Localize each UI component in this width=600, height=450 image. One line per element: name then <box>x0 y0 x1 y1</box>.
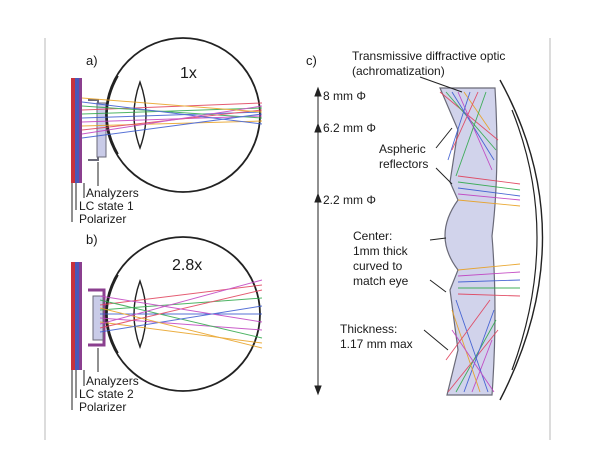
panel-a-rays <box>81 97 263 139</box>
panel-b-letter: b) <box>86 232 98 247</box>
panel-c-center-line4: match eye <box>353 274 409 288</box>
panel-a-magnification: 1x <box>180 65 197 82</box>
panel-c-title-line2: (achromatization) <box>352 64 445 78</box>
panel-c-dim-2mm: 2.2 mm Φ <box>323 193 376 207</box>
panel-c-title-line1: Transmissive diffractive optic <box>352 49 505 63</box>
panel-b-optic <box>88 288 106 347</box>
panel-c-eye-surface-inner <box>511 109 538 371</box>
panel-c-thickness-line2: 1.17 mm max <box>340 337 413 351</box>
panel-b-rays <box>99 279 263 349</box>
panel-a-label-polarizer: Polarizer <box>79 212 126 226</box>
panel-a-arrows <box>71 162 99 222</box>
panel-c-rays <box>439 91 521 393</box>
panel-a: a) 1x <box>71 37 263 226</box>
panel-c-aspheric-line2: reflectors <box>379 157 428 171</box>
panel-c-pointers <box>419 76 463 351</box>
panel-c-dim-6mm: 6.2 mm Φ <box>323 121 376 135</box>
panel-a-letter: a) <box>86 53 98 68</box>
panel-a-eye-lens <box>133 79 147 151</box>
panel-b-display <box>71 262 82 370</box>
panel-b-magnification: 2.8x <box>172 257 202 274</box>
panel-c-aspheric-line1: Aspheric <box>379 142 426 156</box>
panel-c-letter: c) <box>306 53 317 68</box>
panel-c-dim-8mm: 8 mm Φ <box>323 89 366 103</box>
panel-c-dimension-arrow <box>314 86 322 396</box>
panel-a-eyeball <box>105 37 261 193</box>
panel-a-label-lc-state: LC state 1 <box>79 199 134 213</box>
panel-c-thickness-line1: Thickness: <box>340 322 397 336</box>
panel-c-center-line2: 1mm thick <box>353 244 409 258</box>
panel-c-center-line3: curved to <box>353 259 403 273</box>
panel-a-label-analyzers: Analyzers <box>86 186 139 200</box>
panel-b: b) 2.8x <box>71 232 263 414</box>
panel-b-arrows <box>71 348 99 410</box>
panel-b-label-lc-state: LC state 2 <box>79 387 134 401</box>
panel-a-display <box>71 78 82 183</box>
panel-c-eye-surface-outer <box>499 79 544 401</box>
panel-b-label-analyzers: Analyzers <box>86 374 139 388</box>
panel-c-contact-lens <box>439 87 498 396</box>
panel-c-center-line1: Center: <box>353 229 392 243</box>
panel-b-label-polarizer: Polarizer <box>79 400 126 414</box>
panel-c: c) Transmissive diffractive optic (achro… <box>306 49 544 401</box>
